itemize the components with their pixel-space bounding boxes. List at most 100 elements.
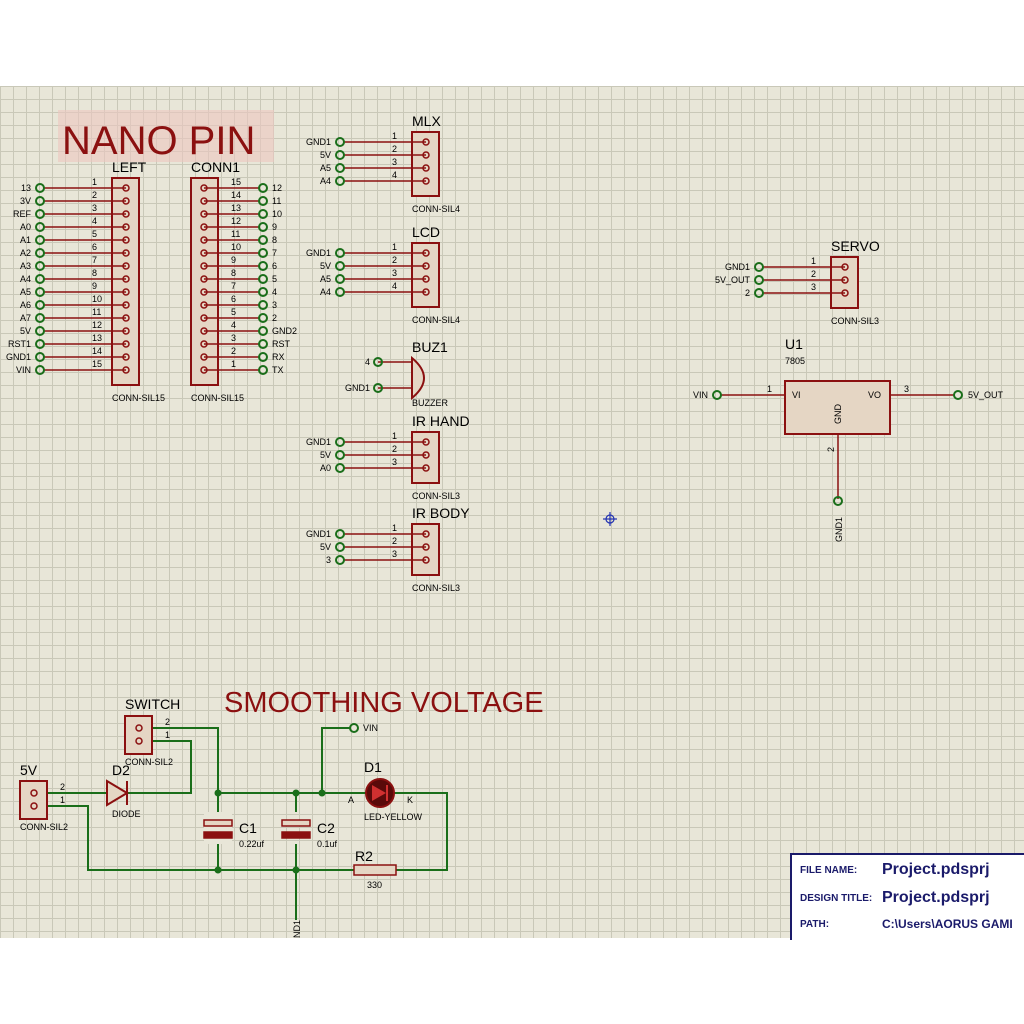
net-label: GND1 <box>345 383 370 393</box>
pin-terminal[interactable] <box>258 274 268 284</box>
pin-terminal[interactable] <box>335 287 345 297</box>
pin-terminal[interactable] <box>35 326 45 336</box>
pin-terminal[interactable] <box>35 339 45 349</box>
title-block: FILE NAME: Project.pdsprj DESIGN TITLE: … <box>790 853 1024 940</box>
pin-terminal[interactable] <box>335 176 345 186</box>
pin-terminal[interactable] <box>258 326 268 336</box>
pin-terminal[interactable] <box>754 275 764 285</box>
pin-number: 2 <box>392 255 397 265</box>
pin-number: 3 <box>231 333 236 343</box>
pin-socket <box>122 210 130 218</box>
pin-terminal[interactable] <box>35 261 45 271</box>
buzzer-pin-terminal[interactable] <box>373 357 383 367</box>
pin-terminal[interactable] <box>335 150 345 160</box>
r2-ref: R2 <box>355 848 373 864</box>
pin-socket <box>200 197 208 205</box>
pin-socket <box>200 353 208 361</box>
pin-terminal[interactable] <box>335 274 345 284</box>
pin-terminal[interactable] <box>258 352 268 362</box>
conn1-connector[interactable]: CONN11215111410139128117106958473625GND2… <box>190 159 297 403</box>
pin-terminal[interactable] <box>258 222 268 232</box>
pin-terminal[interactable] <box>258 300 268 310</box>
vin-terminal[interactable] <box>349 723 359 733</box>
gnd-terminal[interactable] <box>833 496 843 506</box>
pin-number: 1 <box>92 177 97 187</box>
pin-terminal[interactable] <box>335 248 345 258</box>
net-label: 5V <box>320 150 331 160</box>
pin-terminal[interactable] <box>258 235 268 245</box>
pin-terminal[interactable] <box>335 163 345 173</box>
pin-terminal[interactable] <box>258 209 268 219</box>
pin-terminal[interactable] <box>35 300 45 310</box>
pin-number: 3 <box>392 457 397 467</box>
pin-number: 3 <box>92 203 97 213</box>
net-label: GND1 <box>6 352 31 362</box>
pin-socket <box>200 223 208 231</box>
design-title-value: Project.pdsprj <box>882 889 990 906</box>
pin-terminal[interactable] <box>335 437 345 447</box>
net-label: 4 <box>365 357 370 367</box>
pin-terminal[interactable] <box>35 274 45 284</box>
pin-number: 2 <box>392 144 397 154</box>
5v-out-terminal[interactable] <box>953 390 963 400</box>
pin-terminal[interactable] <box>335 450 345 460</box>
pin-terminal[interactable] <box>754 262 764 272</box>
pin-terminal[interactable] <box>35 365 45 375</box>
pin-terminal[interactable] <box>335 542 345 552</box>
pin-terminal[interactable] <box>258 183 268 193</box>
pin-socket <box>122 262 130 270</box>
pin-number: 13 <box>92 333 102 343</box>
pin-socket <box>422 556 430 564</box>
pin-terminal[interactable] <box>35 287 45 297</box>
pin-terminal[interactable] <box>258 287 268 297</box>
pin-socket <box>122 353 130 361</box>
pin-terminal[interactable] <box>754 288 764 298</box>
pin-terminal[interactable] <box>35 209 45 219</box>
net-label: 5V_OUT <box>715 275 751 285</box>
pin-terminal[interactable] <box>258 261 268 271</box>
pin-terminal[interactable] <box>335 463 345 473</box>
pin-terminal[interactable] <box>258 339 268 349</box>
pin-number: 10 <box>92 294 102 304</box>
smoothing-voltage-heading: SMOOTHING VOLTAGE <box>224 687 544 719</box>
pin-terminal[interactable] <box>35 235 45 245</box>
buzzer[interactable]: BUZ1 4 GND1 BUZZER <box>345 339 449 408</box>
pin-number: 2 <box>165 717 170 727</box>
pin-terminal[interactable] <box>35 248 45 258</box>
pin-number: 3 <box>392 268 397 278</box>
pin-terminal[interactable] <box>35 352 45 362</box>
pin-socket <box>122 223 130 231</box>
pin-socket <box>422 151 430 159</box>
design-title-label: DESIGN TITLE: <box>800 893 873 904</box>
pin-number: 4 <box>392 170 397 180</box>
pin-terminal[interactable] <box>335 529 345 539</box>
pin-terminal[interactable] <box>258 313 268 323</box>
pin-terminal[interactable] <box>35 183 45 193</box>
left-connector[interactable]: LEFT1313V2REF3A04A15A26A37A48A59A610A711… <box>6 159 165 403</box>
pin-terminal[interactable] <box>35 313 45 323</box>
connector-type: CONN-SIL15 <box>112 393 165 403</box>
regulator-u1[interactable]: U1 7805 VI VO GND 1 3 2 VIN 5V_OUT GND1 <box>693 336 1004 542</box>
pin-terminal[interactable] <box>258 365 268 375</box>
pin-terminal[interactable] <box>258 196 268 206</box>
pin-terminal[interactable] <box>335 261 345 271</box>
switch-ref: SWITCH <box>125 696 180 712</box>
pin-terminal[interactable] <box>35 196 45 206</box>
pin-terminal[interactable] <box>335 137 345 147</box>
connector-type: CONN-SIL4 <box>412 204 460 214</box>
smoothing-circuit[interactable]: SWITCH 2 1 CONN-SIL2 5V 2 1 CONN-SIL2 D2… <box>19 696 448 938</box>
vin-terminal[interactable] <box>712 390 722 400</box>
pin-terminal[interactable] <box>258 248 268 258</box>
pin-terminal[interactable] <box>335 555 345 565</box>
diode-symbol <box>106 779 129 807</box>
pin-socket <box>200 314 208 322</box>
buzzer-pin-terminal[interactable] <box>373 383 383 393</box>
pin-terminal[interactable] <box>35 222 45 232</box>
pin-socket <box>200 210 208 218</box>
